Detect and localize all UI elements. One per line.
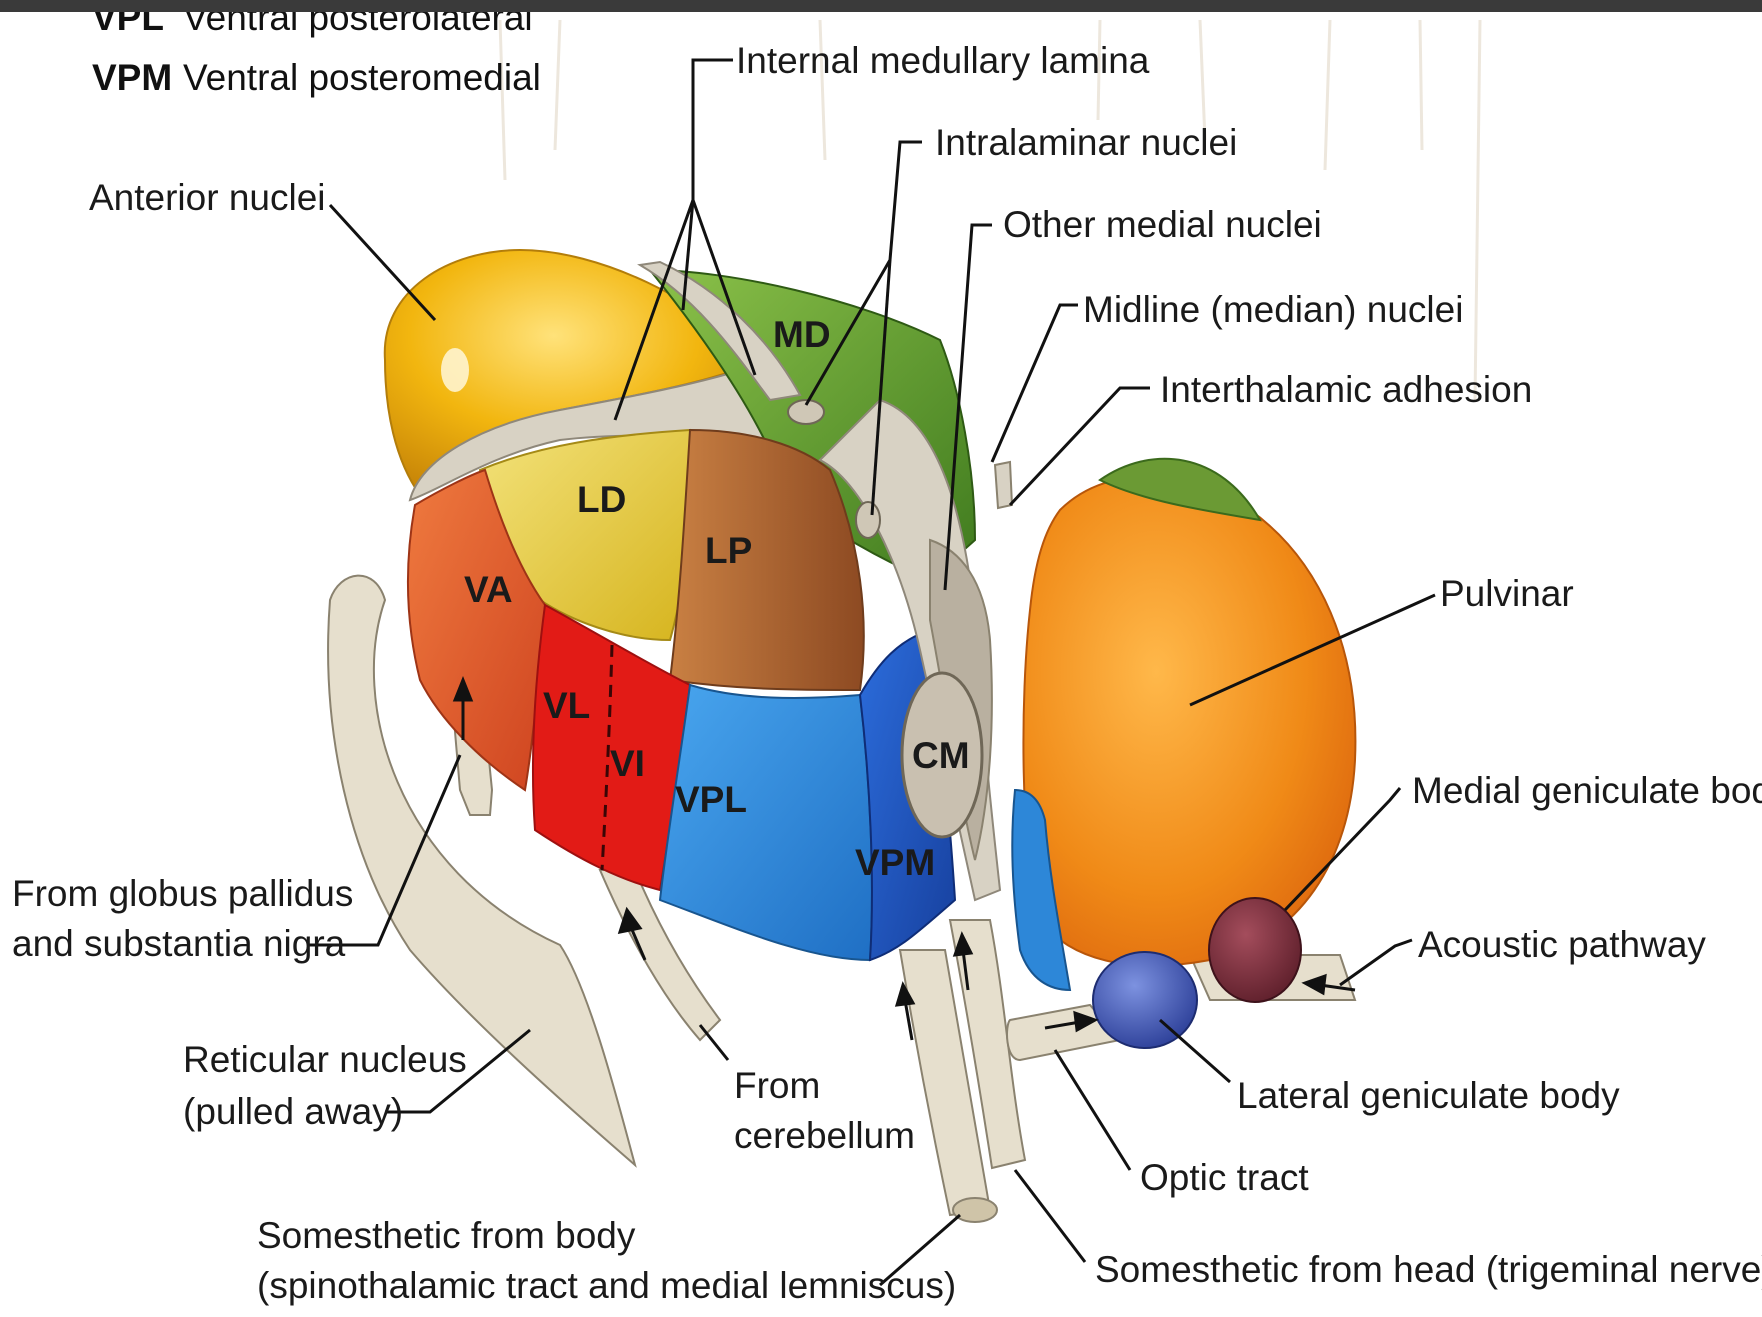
pulvinar-shape xyxy=(1023,476,1355,966)
label-anterior-nuclei: Anterior nuclei xyxy=(89,177,326,218)
nucleus-label-vpl: VPL xyxy=(675,779,747,820)
label-pulvinar: Pulvinar xyxy=(1440,573,1574,614)
label-somesthetic-body-1: Somesthetic from body xyxy=(257,1215,636,1256)
label-other-medial-nuclei: Other medial nuclei xyxy=(1003,204,1322,245)
intralaminar-oval-2 xyxy=(856,502,880,538)
label-acoustic-pathway: Acoustic pathway xyxy=(1418,924,1706,965)
label-optic-tract: Optic tract xyxy=(1140,1157,1309,1198)
label-from-cerebellum-1: From xyxy=(734,1065,820,1106)
vpl-nucleus-shape xyxy=(660,685,872,960)
label-midline-nuclei: Midline (median) nuclei xyxy=(1083,289,1463,330)
legend-abbr-vpm: VPM xyxy=(92,57,172,98)
nucleus-label-vpm: VPM xyxy=(855,842,935,883)
label-internal-medullary-lamina: Internal medullary lamina xyxy=(736,40,1150,81)
label-somesthetic-head: Somesthetic from head (trigeminal nerve) xyxy=(1095,1249,1762,1290)
legend-desc-vpm: Ventral posteromedial xyxy=(183,57,541,98)
label-from-globus-2: and substantia nigra xyxy=(12,923,346,964)
nucleus-label-lp: LP xyxy=(705,530,752,571)
label-from-globus-1: From globus pallidus xyxy=(12,873,353,914)
nucleus-label-cm: CM xyxy=(912,735,970,776)
lateral-geniculate-shape xyxy=(1093,952,1197,1048)
label-somesthetic-body-2: (spinothalamic tract and medial lemniscu… xyxy=(257,1265,956,1306)
abbreviation-legend: VPL Ventral posterolateral VPM Ventral p… xyxy=(92,0,541,98)
label-reticular-2: (pulled away) xyxy=(183,1091,403,1132)
medial-geniculate-shape xyxy=(1209,898,1301,1002)
nucleus-label-md: MD xyxy=(773,314,831,355)
interthalamic-adhesion-shape xyxy=(995,462,1012,508)
label-reticular-1: Reticular nucleus xyxy=(183,1039,467,1080)
label-lateral-geniculate: Lateral geniculate body xyxy=(1237,1075,1620,1116)
label-interthalamic-adhesion: Interthalamic adhesion xyxy=(1160,369,1532,410)
nucleus-label-vi: VI xyxy=(610,743,645,784)
label-intralaminar-nuclei: Intralaminar nuclei xyxy=(935,122,1237,163)
label-from-cerebellum-2: cerebellum xyxy=(734,1115,915,1156)
label-medial-geniculate: Medial geniculate body xyxy=(1412,770,1762,811)
nucleus-label-ld: LD xyxy=(577,479,626,520)
nucleus-label-vl: VL xyxy=(543,685,590,726)
top-bar xyxy=(0,0,1762,12)
nucleus-label-va: VA xyxy=(464,569,513,610)
